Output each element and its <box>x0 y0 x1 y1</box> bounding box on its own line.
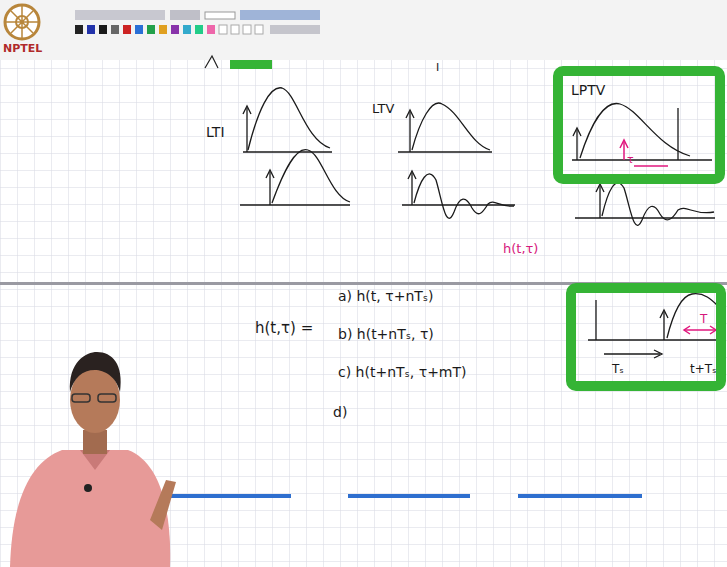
option-text: c) h(t+nTₛ, τ+mT) <box>338 364 467 380</box>
highlight-box: LPTV τ <box>553 66 725 184</box>
grid-ground <box>0 60 727 567</box>
pen-mark: I <box>436 62 439 75</box>
highlight-mark <box>230 60 272 69</box>
toolbar-icons <box>75 10 320 34</box>
system-label: LTI <box>206 124 225 140</box>
toolbar <box>0 0 727 60</box>
nptel-logo <box>5 5 39 39</box>
highlight-box: Tₛ Tt+Tₛ <box>566 283 726 391</box>
system-label: LTV <box>372 102 394 117</box>
option-text: a) h(t, τ+nTₛ) <box>338 288 433 304</box>
time-label: t+Tₛ <box>690 363 717 377</box>
time-marker: τ <box>627 154 634 167</box>
lecturer-figure <box>10 352 176 567</box>
period-label: Tₛ <box>612 363 624 377</box>
logo-text: NPTEL <box>3 43 42 56</box>
progress-bars <box>165 494 642 498</box>
system-label: LPTV <box>571 82 605 98</box>
pen-stroke <box>205 56 218 68</box>
offset-label: T <box>700 313 707 327</box>
equation-text: h(t,τ) = <box>255 320 313 337</box>
option-text: b) h(t+nTₛ, τ) <box>338 326 434 342</box>
function-label: h(t,τ) <box>503 242 538 257</box>
option-text: d) <box>333 404 347 420</box>
magenta-marks <box>620 140 716 334</box>
response-sketches <box>240 88 718 358</box>
